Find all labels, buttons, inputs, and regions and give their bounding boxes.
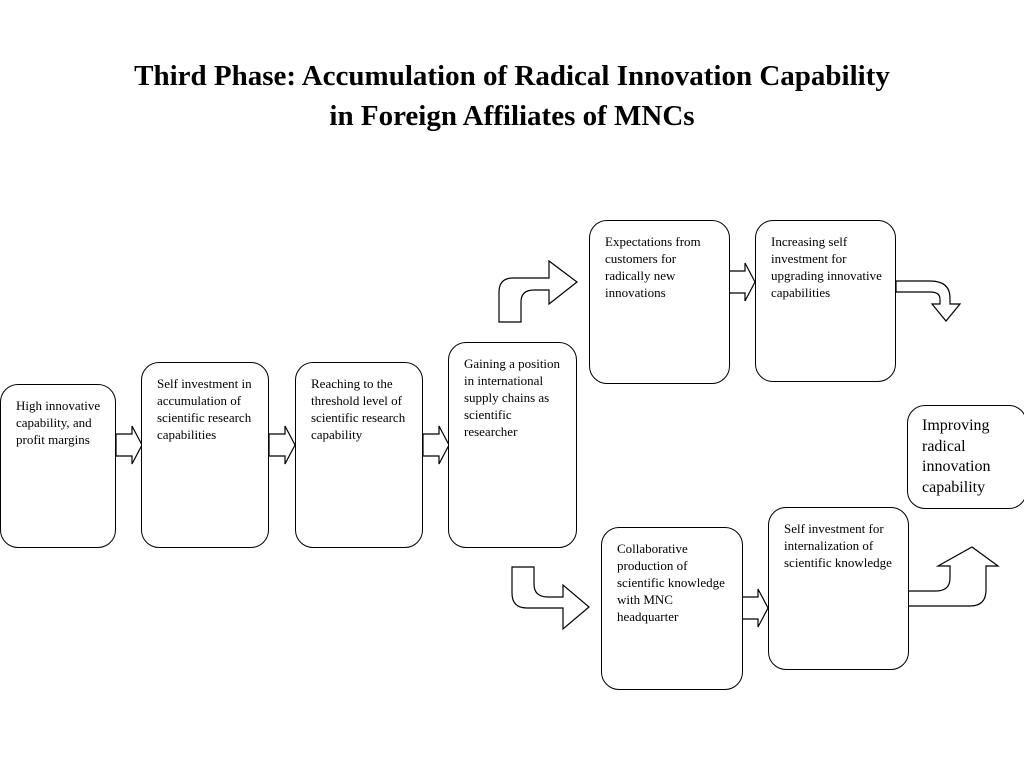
box-improving-radical-innovation: Improving radical innovation capability [907,405,1024,509]
block-arrow-right-icon [115,425,143,465]
block-arrow-right-icon [268,425,296,465]
box-increasing-self-investment: Increasing self investment for upgrading… [755,220,896,382]
bent-up-arrow-icon [907,546,1000,607]
bent-up-arrow-icon [498,259,578,323]
title-line-1: Third Phase: Accumulation of Radical Inn… [134,60,890,92]
block-arrow-right-icon [728,262,756,302]
box-reaching-threshold: Reaching to the threshold level of scien… [295,362,423,548]
page-title: Third Phase: Accumulation of Radical Inn… [0,56,1024,136]
bent-down-arrow-icon [511,566,590,631]
box-gaining-position: Gaining a position in international supp… [448,342,577,548]
block-arrow-right-icon [422,425,450,465]
box-self-investment-internalization: Self investment for internalization of s… [768,507,909,670]
block-arrow-right-icon [741,588,769,628]
box-collaborative-production: Collaborative production of scientific k… [601,527,743,690]
box-self-investment-accumulation: Self investment in accumulation of scien… [141,362,269,548]
box-expectations-customers: Expectations from customers for radicall… [589,220,730,384]
box-high-innovative-capability: High innovative capability, and profit m… [0,384,116,548]
bent-down-arrow-icon [895,280,962,322]
title-line-2: in Foreign Affiliates of MNCs [329,100,695,132]
